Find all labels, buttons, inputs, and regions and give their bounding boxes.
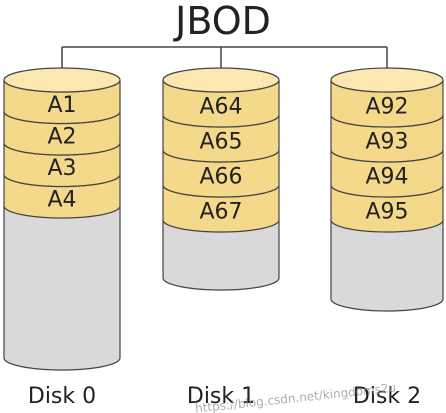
diagram-title: JBOD	[173, 0, 271, 43]
block-label: A94	[365, 165, 408, 190]
block-label: A67	[199, 200, 242, 225]
disk-top-cap	[162, 67, 280, 93]
block-label: A1	[47, 93, 76, 118]
block-label: A93	[365, 130, 408, 155]
block-label: A3	[47, 156, 76, 181]
disk-free-space	[162, 219, 280, 291]
disk-top-cap	[3, 67, 121, 93]
disk-label: Disk 0	[28, 384, 96, 409]
block-label: A92	[365, 95, 408, 120]
disk-label: Disk 1	[187, 384, 255, 409]
connector-lines	[61, 46, 388, 70]
block-label: A65	[199, 130, 242, 155]
disk-free-space	[330, 219, 444, 312]
disk-label: Disk 2	[353, 384, 421, 409]
block-label: A64	[199, 95, 242, 120]
block-label: A66	[199, 165, 242, 190]
block-label: A2	[47, 124, 76, 149]
block-label: A95	[365, 200, 408, 225]
disk-free-space	[3, 205, 121, 371]
block-label: A4	[47, 187, 76, 212]
disk-top-cap	[330, 67, 444, 93]
